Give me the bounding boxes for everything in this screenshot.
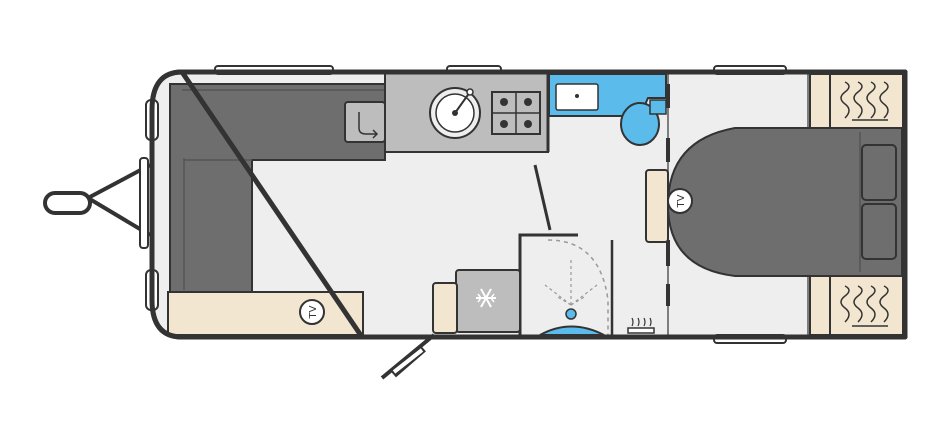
fridge xyxy=(455,269,521,333)
bed: TV xyxy=(666,127,903,277)
bedside-wardrobe-top xyxy=(809,73,904,129)
front-corner-cabinet xyxy=(344,101,386,143)
gas-hob-icon xyxy=(491,91,541,135)
tv-label-bedroom: TV xyxy=(676,194,687,208)
entrance-door xyxy=(380,333,436,380)
bedroom-side-unit xyxy=(645,169,669,243)
tv-icon-bedroom xyxy=(667,188,693,214)
tv-label-lounge: TV xyxy=(308,305,319,319)
bedside-wardrobe-bottom xyxy=(809,275,904,336)
snowflake-icon xyxy=(476,288,496,308)
lounge-cushion-seat: TV xyxy=(167,291,364,336)
pillow-icon xyxy=(861,144,897,201)
hanger-icon xyxy=(840,81,889,121)
tv-icon-lounge xyxy=(299,299,325,325)
kitchen-sink-icon xyxy=(429,87,481,139)
tow-hitch-icon xyxy=(43,157,152,249)
pillow-icon xyxy=(861,203,897,260)
hanger-icon xyxy=(840,285,889,327)
entrance-cushion xyxy=(432,282,458,334)
kitchen-worktop xyxy=(384,71,549,153)
toilet-icon xyxy=(620,99,667,146)
heater-icon xyxy=(627,317,655,334)
